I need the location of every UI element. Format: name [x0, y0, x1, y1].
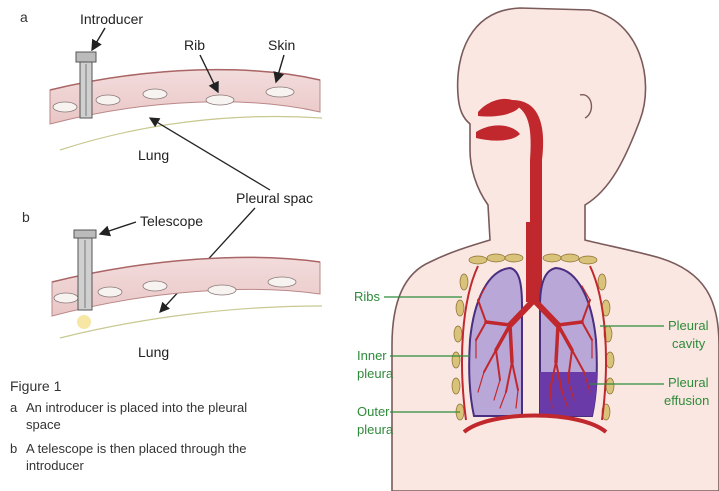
- trachea: [526, 222, 542, 302]
- body-diagram: [392, 8, 719, 491]
- telescope-label: Telescope: [140, 213, 203, 229]
- pleural-cavity-label-line1: Pleural: [668, 318, 709, 333]
- introducer-label: Introducer: [80, 11, 143, 27]
- telescope-arrow: [100, 222, 136, 234]
- skin-label: Skin: [268, 37, 295, 53]
- caption-item-a-line2: space: [26, 417, 61, 432]
- pleural-cavity-label-line2: cavity: [672, 336, 706, 351]
- caption-item-a-marker: a: [10, 400, 17, 415]
- introducer-arrow: [92, 28, 105, 50]
- lung-label-b: Lung: [138, 344, 169, 360]
- panel-b-letter: b: [22, 209, 30, 225]
- inner-pleura-label-line1: Inner: [357, 348, 387, 363]
- lung-surface-a: [60, 116, 322, 150]
- caption-item-b-marker: b: [10, 441, 17, 456]
- pleural-effusion-label-line1: Pleural: [668, 375, 709, 390]
- caption-item-b-line2: introducer: [26, 458, 84, 473]
- inner-pleura-label-line2: pleura: [357, 366, 394, 381]
- panel-b: b Telescope Lung: [22, 209, 322, 360]
- pleural-space-label: Pleural spac: [236, 190, 313, 206]
- outer-pleura-label-line1: Outer: [357, 404, 390, 419]
- figure-caption-title: Figure 1: [10, 378, 61, 394]
- lung-surface-b: [60, 306, 322, 338]
- panel-a: a Introducer Rib Skin Lung: [20, 9, 322, 163]
- ribs-label: Ribs: [354, 289, 381, 304]
- rib-label: Rib: [184, 37, 205, 53]
- caption-item-b-line1: A telescope is then placed through the: [26, 441, 246, 456]
- body-silhouette: [392, 8, 719, 491]
- panel-a-letter: a: [20, 9, 28, 25]
- outer-pleura-label-line2: pleura: [357, 422, 394, 437]
- pleural-effusion-label-line2: effusion: [664, 393, 709, 408]
- lung-label-a: Lung: [138, 147, 169, 163]
- caption-item-a-line1: An introducer is placed into the pleural: [26, 400, 247, 415]
